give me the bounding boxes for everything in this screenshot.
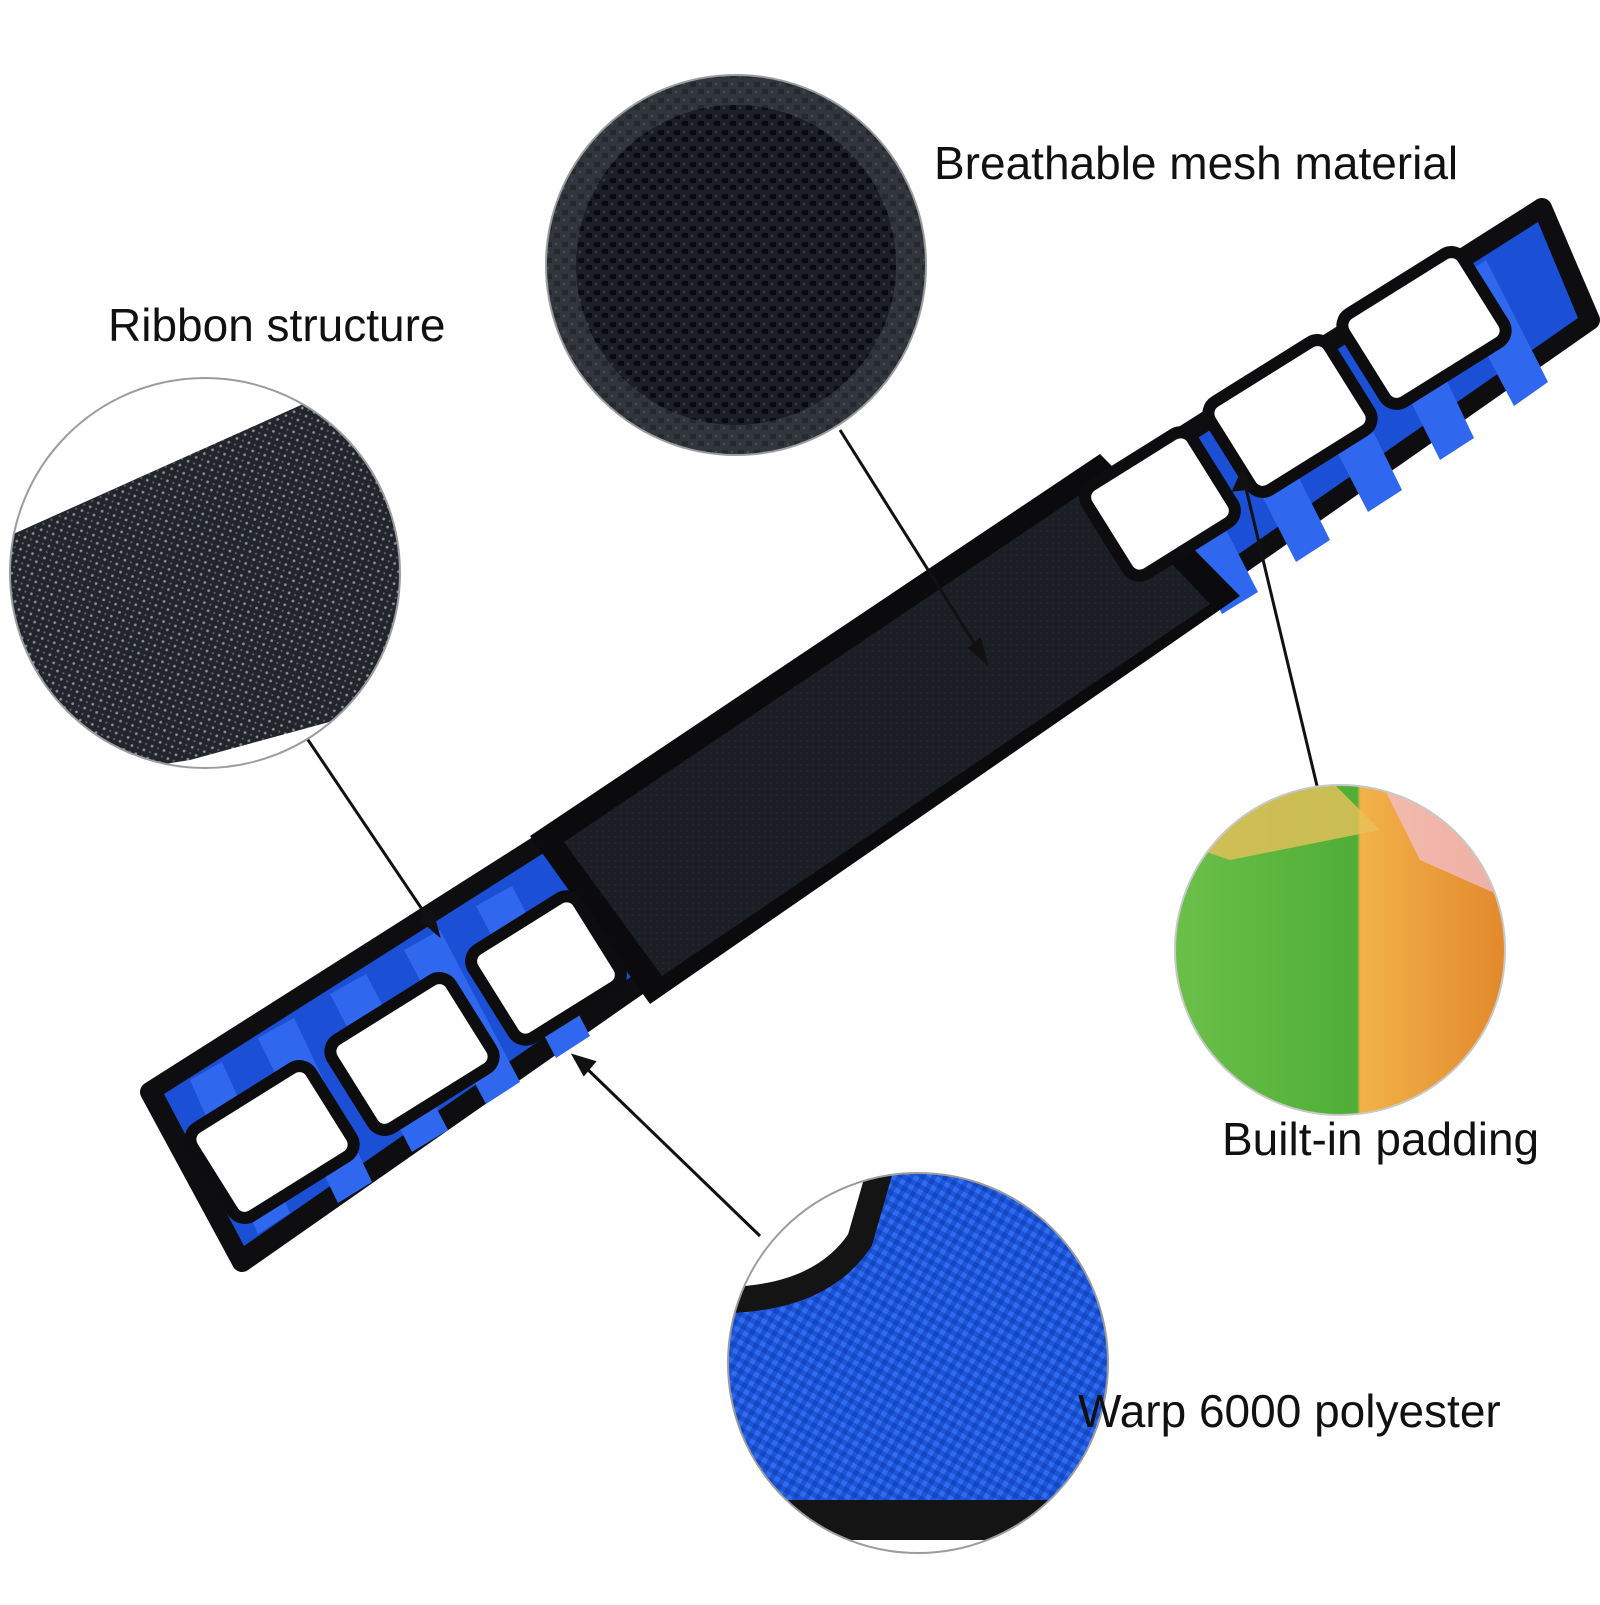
- mesh-closeup-circle: [545, 74, 927, 456]
- mesh-callout-arrow: [967, 637, 989, 667]
- callout-lines: [298, 429, 1320, 1238]
- padding-label: Built-in padding: [1222, 1113, 1540, 1165]
- ribbon-structure-label: Ribbon structure: [108, 299, 446, 351]
- warp-callout-line: [578, 1060, 762, 1238]
- left-handles: [184, 890, 627, 1224]
- foam-closeup-circle: [1174, 784, 1506, 1116]
- mesh-callout-line: [838, 429, 988, 663]
- polyester-closeup-circle: [727, 1172, 1109, 1554]
- right-handles: [1079, 246, 1512, 582]
- transfer-belt: [140, 198, 1600, 1272]
- ribbon-closeup-circle: [9, 377, 401, 769]
- polyester-label: Warp 6000 polyester: [1078, 1385, 1501, 1437]
- padding-callout-arrow: [1231, 468, 1255, 492]
- ribbon-callout-line: [298, 727, 438, 931]
- warp-callout-arrow: [570, 1053, 597, 1077]
- mesh-material-label: Breathable mesh material: [934, 137, 1459, 189]
- ribbon-callout-arrow: [419, 909, 441, 939]
- padding-callout-line: [1242, 479, 1320, 791]
- center-mesh-panel: [564, 484, 1210, 976]
